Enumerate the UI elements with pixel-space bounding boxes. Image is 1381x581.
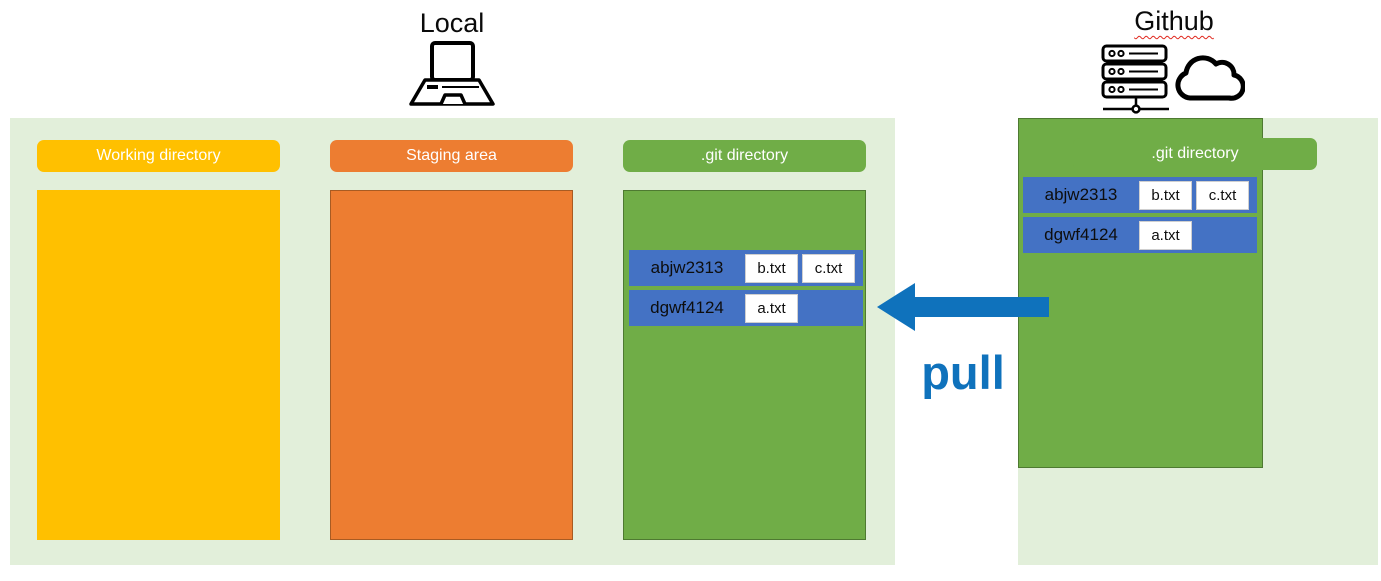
github-git-directory-header-label: .git directory xyxy=(1151,145,1239,162)
commit-files: a.txt xyxy=(1139,220,1192,250)
local-panel: Working directory Staging area .git dire… xyxy=(10,118,895,565)
commit-files: b.txt c.txt xyxy=(745,253,855,283)
staging-area-box xyxy=(330,190,573,540)
github-commit-row-2: dgwf4124 a.txt xyxy=(1023,217,1257,253)
github-commit-row-1: abjw2313 b.txt c.txt xyxy=(1023,177,1257,213)
local-git-directory-header: .git directory xyxy=(623,140,866,172)
file-chip: c.txt xyxy=(1196,180,1249,210)
file-chip: c.txt xyxy=(802,253,855,283)
pull-arrow-left-icon xyxy=(877,283,1049,331)
local-git-directory-box: abjw2313 b.txt c.txt dgwf4124 a.txt xyxy=(623,190,866,540)
working-directory-box xyxy=(37,190,280,540)
local-git-directory-header-label: .git directory xyxy=(700,147,789,164)
server-stack-icon xyxy=(1101,44,1169,114)
cloud-icon xyxy=(1175,55,1246,101)
working-directory-header: Working directory xyxy=(37,140,280,172)
staging-area-header: Staging area xyxy=(330,140,573,172)
working-directory-header-label: Working directory xyxy=(96,147,221,164)
commit-hash: abjw2313 xyxy=(1044,185,1118,204)
commit-hash: dgwf4124 xyxy=(1044,225,1118,244)
file-chip: a.txt xyxy=(1139,220,1192,250)
local-label-text: Local xyxy=(419,8,485,38)
file-chip: b.txt xyxy=(745,253,798,283)
commit-files: b.txt c.txt xyxy=(1139,180,1249,210)
github-git-directory-box: abjw2313 b.txt c.txt dgwf4124 a.txt xyxy=(1018,118,1263,468)
staging-area-header-label: Staging area xyxy=(406,147,497,164)
local-commit-row-1: abjw2313 b.txt c.txt xyxy=(629,250,863,286)
commit-hash: abjw2313 xyxy=(650,258,724,277)
github-label-text: Github xyxy=(1134,6,1214,36)
file-chip: a.txt xyxy=(745,293,798,323)
commit-hash: dgwf4124 xyxy=(650,298,724,317)
pull-action-label: pull xyxy=(921,346,1005,399)
github-git-directory-header: .git directory xyxy=(1073,138,1317,170)
local-commit-row-2: dgwf4124 a.txt xyxy=(629,290,863,326)
commit-files: a.txt xyxy=(745,293,798,323)
github-section-title: Github xyxy=(1074,6,1274,37)
local-section-title: Local xyxy=(352,8,552,39)
server-cloud-icon xyxy=(1100,44,1246,116)
file-chip: b.txt xyxy=(1139,180,1192,210)
laptop-icon xyxy=(402,40,502,110)
github-panel: .git directory abjw2313 b.txt c.txt dgwf… xyxy=(1018,118,1378,565)
